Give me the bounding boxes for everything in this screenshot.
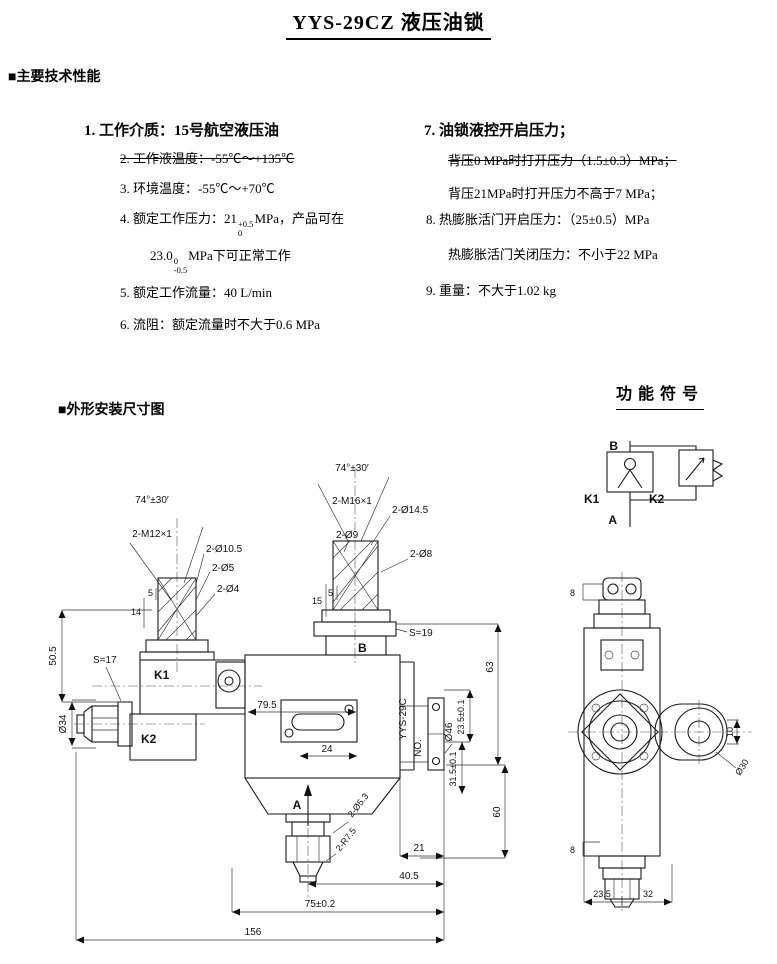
spec-item-1: 1. 工作介质：15号航空液压油 [84, 123, 280, 139]
dim-24: 24 [321, 744, 333, 755]
tolerance-upper: 0 [173, 256, 178, 266]
front-view: 74°±30′ 2-M16×1 2-Ø14.5 2-Ø9 2-Ø8 15 5 S… [48, 463, 509, 944]
dim-s17: S=17 [93, 655, 117, 666]
dim-d46: Ø46 [444, 722, 455, 741]
function-symbol-heading: 功能符号 [616, 380, 705, 410]
dim-14: 14 [131, 607, 141, 617]
dim-15: 15 [312, 596, 322, 606]
dim-d34: Ø34 [58, 714, 69, 733]
port-k2-label: K2 [141, 732, 157, 746]
front-view-dimensions [58, 609, 509, 944]
outline-dimension-drawing: B K1 K2 A 74°±30′ 2-M16×1 2-Ø14 [48, 439, 752, 944]
dim-thread-left: 2-M12×1 [132, 529, 172, 540]
page-title: YYS-29CZ 液压油锁 [286, 6, 491, 40]
dim-d30: Ø30 [733, 757, 750, 777]
centerlines [74, 468, 356, 898]
dim-8-top: 8 [570, 588, 575, 598]
symbol-port-b-label: B [609, 439, 618, 453]
model-marking: YYS-29C [398, 698, 409, 740]
spec-item-4-text-end: MPa，产品可在 [254, 211, 344, 226]
dim-79-5: 79.5 [257, 700, 277, 711]
dim-63: 63 [485, 661, 496, 673]
dim-23-5: 23.5 [593, 889, 611, 899]
dim-d4: 2-Ø4 [217, 584, 240, 595]
left-port-geometry [129, 526, 216, 661]
port-k1-label: K1 [154, 668, 170, 682]
tolerance-lower: -0.5 [173, 264, 188, 275]
dim-d5: 2-Ø5 [212, 563, 235, 574]
dim-40-5: 40.5 [399, 871, 419, 882]
top-port-geometry [313, 476, 409, 656]
dim-thread-top: 2-M16×1 [332, 496, 372, 507]
symbol-port-k1-label: K1 [584, 492, 600, 506]
dim-60: 60 [492, 806, 503, 818]
spec-item-7b: 背压21MPa时打开压力不高于7 MPa； [448, 186, 663, 201]
dim-10: 10 [725, 727, 735, 737]
spec-item-4b-text-end: MPa下可正常工作 [188, 248, 291, 263]
dim-50-5: 50.5 [48, 646, 59, 666]
port-a-label: A [293, 798, 302, 812]
port-b-label: B [358, 641, 367, 655]
specs-section-heading: ■主要技术性能 [8, 70, 101, 85]
dim-d10-5: 2-Ø10.5 [206, 544, 243, 555]
spec-item-4b-tolerance: 0-0.5 [174, 257, 187, 275]
dim-d5-3: 2-Ø5.3 [346, 791, 371, 819]
title-box: YYS-29CZ 液压油锁 [0, 6, 777, 40]
side-view-geometry [568, 572, 752, 914]
symbol-port-k2-label: K2 [649, 492, 665, 506]
side-view: 8 8 10 Ø30 23.5 32 [568, 572, 752, 914]
spec-item-7: 7. 油锁液控开启压力； [424, 123, 575, 139]
spec-item-6: 6. 流阻：额定流量时不大于0.6 MPa [120, 317, 321, 332]
dim-s19: S=19 [409, 628, 433, 639]
spec-item-2: 2. 工作液温度：-55℃～+135℃ [120, 151, 295, 166]
spec-item-4-text: 4. 额定工作压力：21 [120, 211, 238, 226]
dim-d9: 2-Ø9 [336, 530, 359, 541]
spec-item-9: 9. 重量：不大于1.02 kg [426, 283, 557, 298]
serial-marking: NO. [413, 739, 424, 757]
symbol-port-a-label: A [608, 513, 617, 527]
spec-item-8: 8. 热膨胀活门开启压力：（25±0.5）MPa [426, 212, 650, 227]
spec-item-5: 5. 额定工作流量：40 L/min [120, 285, 273, 300]
dim-31-5-tol: 31.5±0.1 [448, 752, 458, 787]
tolerance-lower: 0 [238, 227, 243, 238]
dim-8-bottom: 8 [570, 845, 575, 855]
dim-angle-left: 74°±30′ [135, 495, 169, 506]
dim-5-top: 5 [328, 588, 333, 598]
function-symbol-schematic: B K1 K2 A [584, 439, 724, 527]
dim-21: 21 [413, 843, 425, 854]
dim-angle-top: 74°±30′ [335, 463, 369, 474]
dim-23-5-tol: 23.5±0.1 [456, 700, 466, 735]
dim-32: 32 [643, 889, 653, 899]
spec-item-3: 3. 环境温度：-55℃～+70℃ [120, 181, 275, 196]
dim-d14-5: 2-Ø14.5 [392, 505, 429, 516]
drawing-section-heading: ■外形安装尺寸图 [58, 403, 165, 418]
spec-item-7a: 背压0 MPa时打开压力（1.5±0.3）MPa； [448, 153, 677, 168]
spec-item-4b-text: 23.0 [150, 248, 173, 263]
dim-5-left: 5 [148, 588, 153, 598]
tolerance-upper: +0.5 [238, 219, 254, 229]
dim-75-tol: 75±0.2 [305, 899, 336, 910]
side-view-dimensions [582, 583, 741, 906]
dim-156: 156 [245, 927, 262, 938]
spec-item-8b: 热膨胀活门关闭压力：不小于22 MPa [448, 247, 658, 262]
body-geometry [76, 654, 445, 883]
dim-d8: 2-Ø8 [410, 549, 433, 560]
